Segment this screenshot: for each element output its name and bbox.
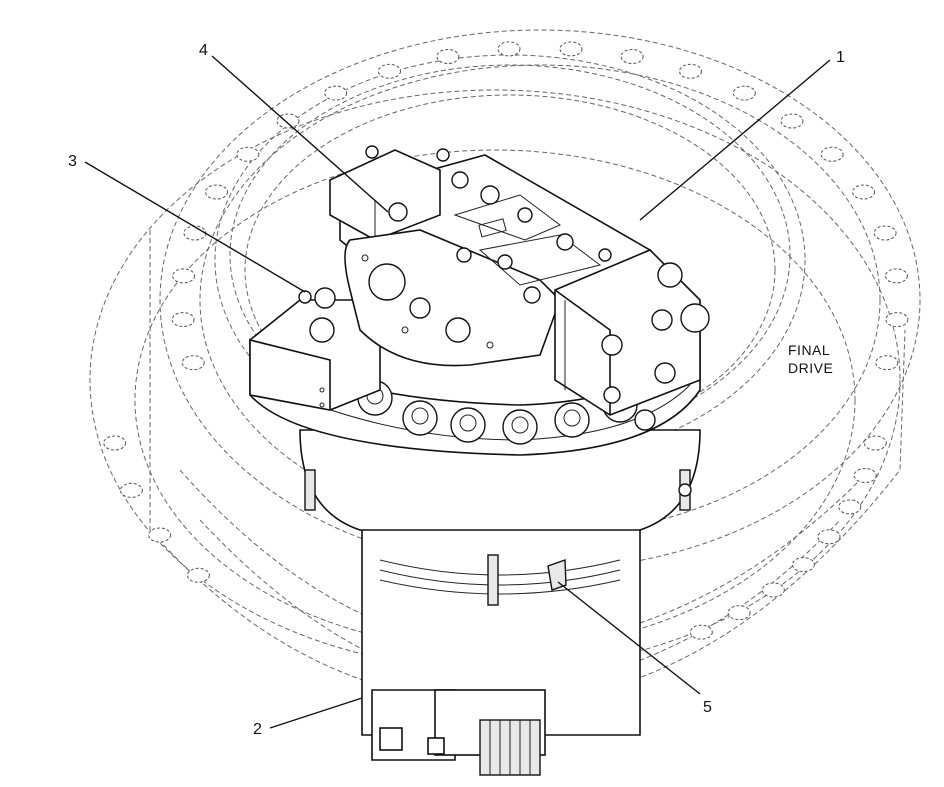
bolt-hole xyxy=(679,63,702,79)
callout-2: 2 xyxy=(253,721,262,738)
bolt-hole xyxy=(205,184,228,200)
flange-bolt xyxy=(502,409,538,445)
bolt-hole xyxy=(436,49,460,64)
bolt-hole xyxy=(171,312,195,328)
callout-5: 5 xyxy=(703,699,712,716)
callout-3: 3 xyxy=(68,153,77,170)
bolt-hole xyxy=(838,499,862,515)
bolt-hole xyxy=(236,146,260,162)
bolt-hole xyxy=(780,113,804,129)
bolt-hole xyxy=(103,435,127,451)
bolt-hole xyxy=(732,85,756,101)
flange-bolt xyxy=(402,400,438,436)
bolt-hole xyxy=(324,85,348,101)
leader-lines xyxy=(84,55,831,729)
leader-line-3 xyxy=(84,161,306,293)
final-drive-label-line1: FINAL xyxy=(788,342,830,358)
motor-lower-body xyxy=(299,429,701,776)
flange-bolt-socket xyxy=(511,416,529,434)
leader-line-2 xyxy=(269,697,363,729)
bolt-hole xyxy=(885,312,909,328)
flange-bolt-socket xyxy=(411,407,429,425)
bolt-hole xyxy=(875,355,899,371)
leader-line-5 xyxy=(557,581,701,695)
bolt-hole xyxy=(853,468,877,483)
bolt-hole xyxy=(186,567,210,583)
bolt-hole xyxy=(119,482,143,498)
bolt-hole xyxy=(817,529,841,545)
bolt-hole xyxy=(378,63,401,79)
leader-line-1 xyxy=(639,59,831,221)
bolt-hole xyxy=(884,268,908,284)
bolt-hole xyxy=(689,624,713,640)
motor-end-block xyxy=(249,287,381,411)
bolt-hole xyxy=(863,435,887,451)
final-drive-bolt-holes xyxy=(103,41,909,640)
bolt-hole xyxy=(727,605,751,621)
flange-bolt-socket xyxy=(563,409,581,427)
bolt-hole xyxy=(148,527,172,543)
final-drive-label-line2: DRIVE xyxy=(788,360,833,376)
bolt-hole xyxy=(620,49,644,64)
bolt-hole xyxy=(172,268,196,284)
bolt-hole xyxy=(820,146,844,162)
bolt-hole xyxy=(559,41,583,57)
flange-bolt xyxy=(450,407,486,443)
flange-bolt-socket xyxy=(459,414,477,432)
bolt-hole xyxy=(276,113,300,129)
callout-4: 4 xyxy=(199,42,208,59)
callout-1: 1 xyxy=(836,49,845,66)
bolt-hole xyxy=(761,582,785,598)
bolt-hole xyxy=(852,184,875,200)
control-valve-assembly xyxy=(329,145,710,497)
bolt-hole xyxy=(791,557,815,573)
flange-bolt xyxy=(554,402,590,438)
bolt-hole xyxy=(497,41,521,57)
bolt-hole xyxy=(873,225,897,241)
bolt-hole xyxy=(183,225,207,241)
bolt-hole xyxy=(181,355,205,371)
leader-line-4 xyxy=(211,55,389,213)
